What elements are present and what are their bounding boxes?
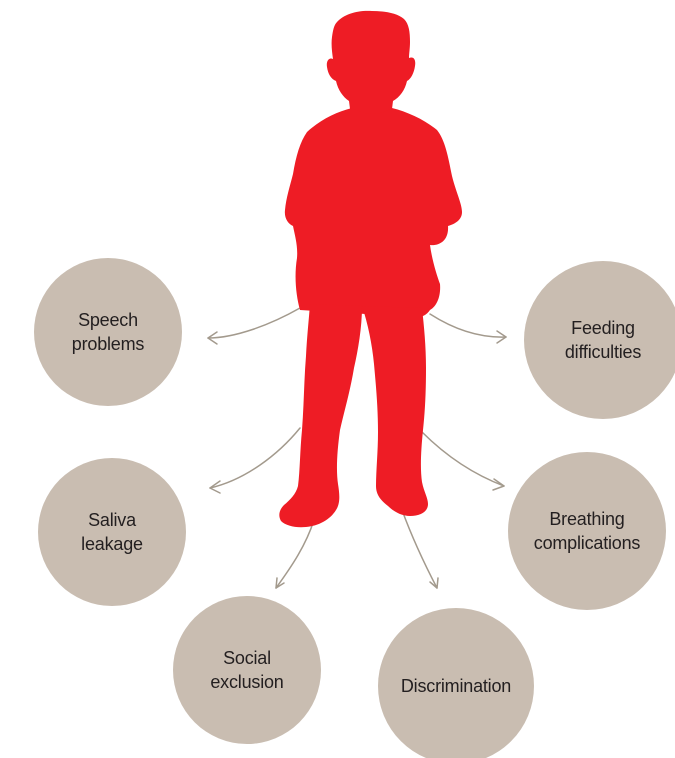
social-exclusion-bubble: Social exclusion — [173, 596, 321, 744]
label-line: Feeding — [571, 318, 635, 338]
connector-arrows — [207, 307, 507, 589]
discrimination-label: Discrimination — [401, 674, 511, 698]
left-leg-shape — [279, 304, 362, 528]
head-shape — [326, 10, 416, 110]
feeding-difficulties-label: Feeding difficulties — [564, 316, 642, 364]
label-line: difficulties — [564, 342, 642, 362]
label-line: complications — [533, 533, 641, 553]
discrimination-bubble: Discrimination — [378, 608, 534, 758]
label-line: exclusion — [210, 672, 284, 692]
feeding-difficulties-bubble: Feeding difficulties — [524, 261, 675, 419]
label-line: problems — [71, 334, 145, 354]
label-line: Speech — [78, 310, 138, 330]
torso-shape — [284, 108, 462, 318]
speech-problems-label: Speech problems — [71, 308, 145, 356]
arrow-to-feeding-difficulties — [429, 313, 507, 344]
arrow-to-saliva-leakage — [209, 427, 301, 494]
label-line: Social — [223, 648, 271, 668]
breathing-complications-label: Breathing complications — [533, 507, 641, 555]
social-exclusion-label: Social exclusion — [210, 646, 283, 694]
neck-shape — [352, 98, 390, 116]
right-leg-shape — [362, 306, 428, 516]
label-line: Breathing — [549, 509, 625, 529]
arrow-to-speech-problems — [207, 307, 301, 345]
arrow-to-social-exclusion — [275, 519, 315, 589]
speech-problems-bubble: Speech problems — [34, 258, 182, 406]
breathing-complications-bubble: Breathing complications — [508, 452, 666, 610]
arrow-to-breathing-complications — [421, 431, 505, 491]
label-line: Saliva — [88, 510, 136, 530]
label-line: Discrimination — [400, 676, 512, 696]
child-silhouette-icon — [279, 10, 462, 528]
label-line: leakage — [81, 534, 143, 554]
saliva-leakage-bubble: Saliva leakage — [38, 458, 186, 606]
saliva-leakage-label: Saliva leakage — [81, 508, 143, 556]
arrow-to-discrimination — [401, 509, 439, 589]
